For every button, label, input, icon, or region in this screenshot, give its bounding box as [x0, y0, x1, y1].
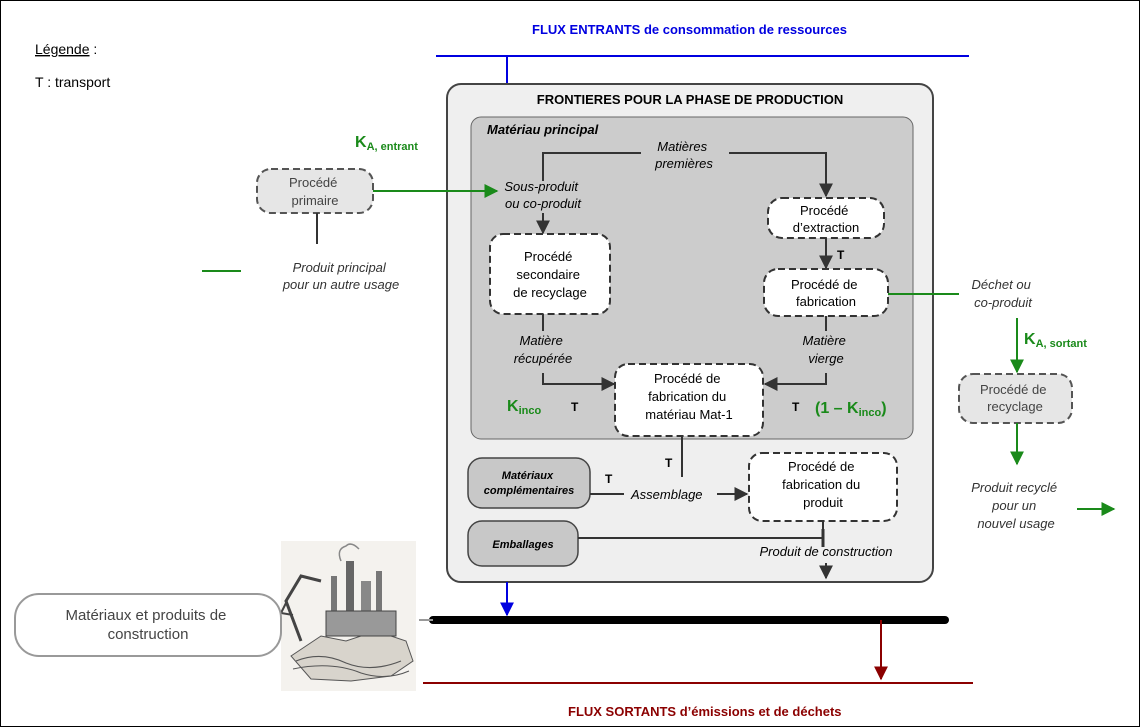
arrow-matieres-to-extraction [729, 152, 833, 198]
assemblage-label: Assemblage [630, 487, 703, 502]
transport-t-label: T [605, 472, 613, 486]
flux-entrants-title: FLUX ENTRANTS de consommation de ressour… [532, 22, 847, 37]
transport-t-label: T [837, 248, 845, 262]
emballages-box [467, 520, 579, 567]
flux-sortants-title: FLUX SORTANTS d’émissions et de déchets [568, 704, 842, 719]
procede-mat1-box [614, 363, 764, 437]
one-minus-k-inco-label: (1 – Kinco) [815, 400, 887, 419]
procede-recyclage-box [958, 373, 1073, 424]
materiaux-produits-box [14, 593, 282, 657]
matieres-premieres-label: Matières premières [654, 139, 713, 171]
procede-recyclage-label: Procédé de recyclage [980, 382, 1050, 414]
materiau-principal-box [470, 116, 914, 440]
produit-principal-label: Produit principal pour un autre usage [282, 260, 399, 292]
matiere-recuperee-label: Matière récupérée [514, 333, 573, 366]
ka-sortant-label: KA, sortant [1024, 331, 1087, 350]
legend-title: Légende : [35, 41, 97, 57]
arrow-vierge-to-mat1 [763, 373, 827, 391]
produit-recycle-label: Produit recyclé pour un nouvel usage [971, 480, 1061, 531]
transport-t-label: T [665, 456, 673, 470]
ka-entrant-label: KA, entrant [355, 134, 418, 153]
procede-fabrication-label: Procédé de fabrication [791, 277, 861, 309]
arrow-matieres-to-sousproduit [542, 152, 641, 181]
construction-machinery-sketch [279, 541, 416, 691]
materiaux-complementaires-box [467, 457, 591, 509]
materiaux-produits-label: Matériaux et produits de construction [65, 607, 230, 643]
procede-mat1-label: Procédé de fabrication du matériau Mat-1 [645, 371, 732, 422]
procede-extraction-label: Procédé d’extraction [793, 203, 859, 235]
materiaux-complementaires-label: Matériaux complémentaires [484, 470, 574, 497]
emballages-label: Emballages [492, 539, 553, 551]
produit-construction-label: Produit de construction [760, 544, 893, 559]
procede-primaire-label: Procédé primaire [289, 175, 341, 208]
transport-t-label: T [792, 400, 800, 414]
procede-fabrication-box [763, 268, 889, 317]
sous-produit-label: Sous-produit ou co-produit [504, 179, 582, 211]
dechet-label: Déchet ou co-produit [972, 277, 1035, 310]
materiau-principal-title: Matériau principal [487, 122, 599, 137]
matiere-vierge-label: Matière vierge [803, 333, 850, 366]
procede-secondaire-label: Procédé secondaire de recyclage [513, 249, 587, 300]
procede-produit-label: Procédé de fabrication du produit [782, 459, 864, 510]
arrow-recuperee-to-mat1 [542, 373, 616, 391]
procede-primaire-box [256, 168, 374, 214]
legend-transport: T : transport [35, 74, 110, 90]
transport-t-label: T [571, 400, 579, 414]
procede-secondaire-box [489, 233, 611, 315]
frontieres-title: FRONTIERES POUR LA PHASE DE PRODUCTION [537, 92, 843, 107]
k-inco-label: Kinco [507, 398, 541, 417]
